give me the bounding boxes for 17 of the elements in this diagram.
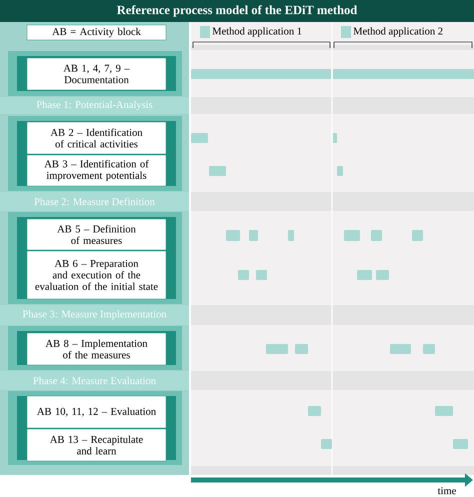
- title-bar: Reference process model of the EDiT method: [0, 0, 474, 22]
- axis-label: time: [438, 487, 456, 494]
- activity-box: AB 3 – Identification of improvement potentials: [26, 154, 166, 186]
- activity-box: AB 13 – Recapitulate and learn: [26, 428, 166, 462]
- activity-box: AB 10, 11, 12 – Evaluation: [26, 396, 166, 428]
- legend-text: Method application 2: [354, 27, 442, 37]
- activity-box: AB 6 – Preparation and execution of the evaluation of the initial state: [26, 250, 166, 300]
- activity-box: AB 1, 4, 7, 9 – Documentation: [26, 58, 166, 90]
- activity-box: AB 5 – Definition of measures: [26, 218, 166, 250]
- phase-band: Phase 4: Measure Evaluation: [0, 371, 189, 390]
- legend-text: Method application 1: [212, 27, 302, 37]
- phase-band: Phase 3: Measure Implementation: [0, 305, 189, 325]
- activity-box: AB 2 – Identification of critical activities: [26, 122, 166, 154]
- phase-band: Phase 2: Measure Definition: [0, 192, 189, 211]
- activity-box: AB 8 – Implementation of the measures: [26, 332, 166, 366]
- key-box: AB = Activity block: [26, 24, 166, 40]
- phase-band: Phase 1: Potential-Analysis: [0, 97, 189, 114]
